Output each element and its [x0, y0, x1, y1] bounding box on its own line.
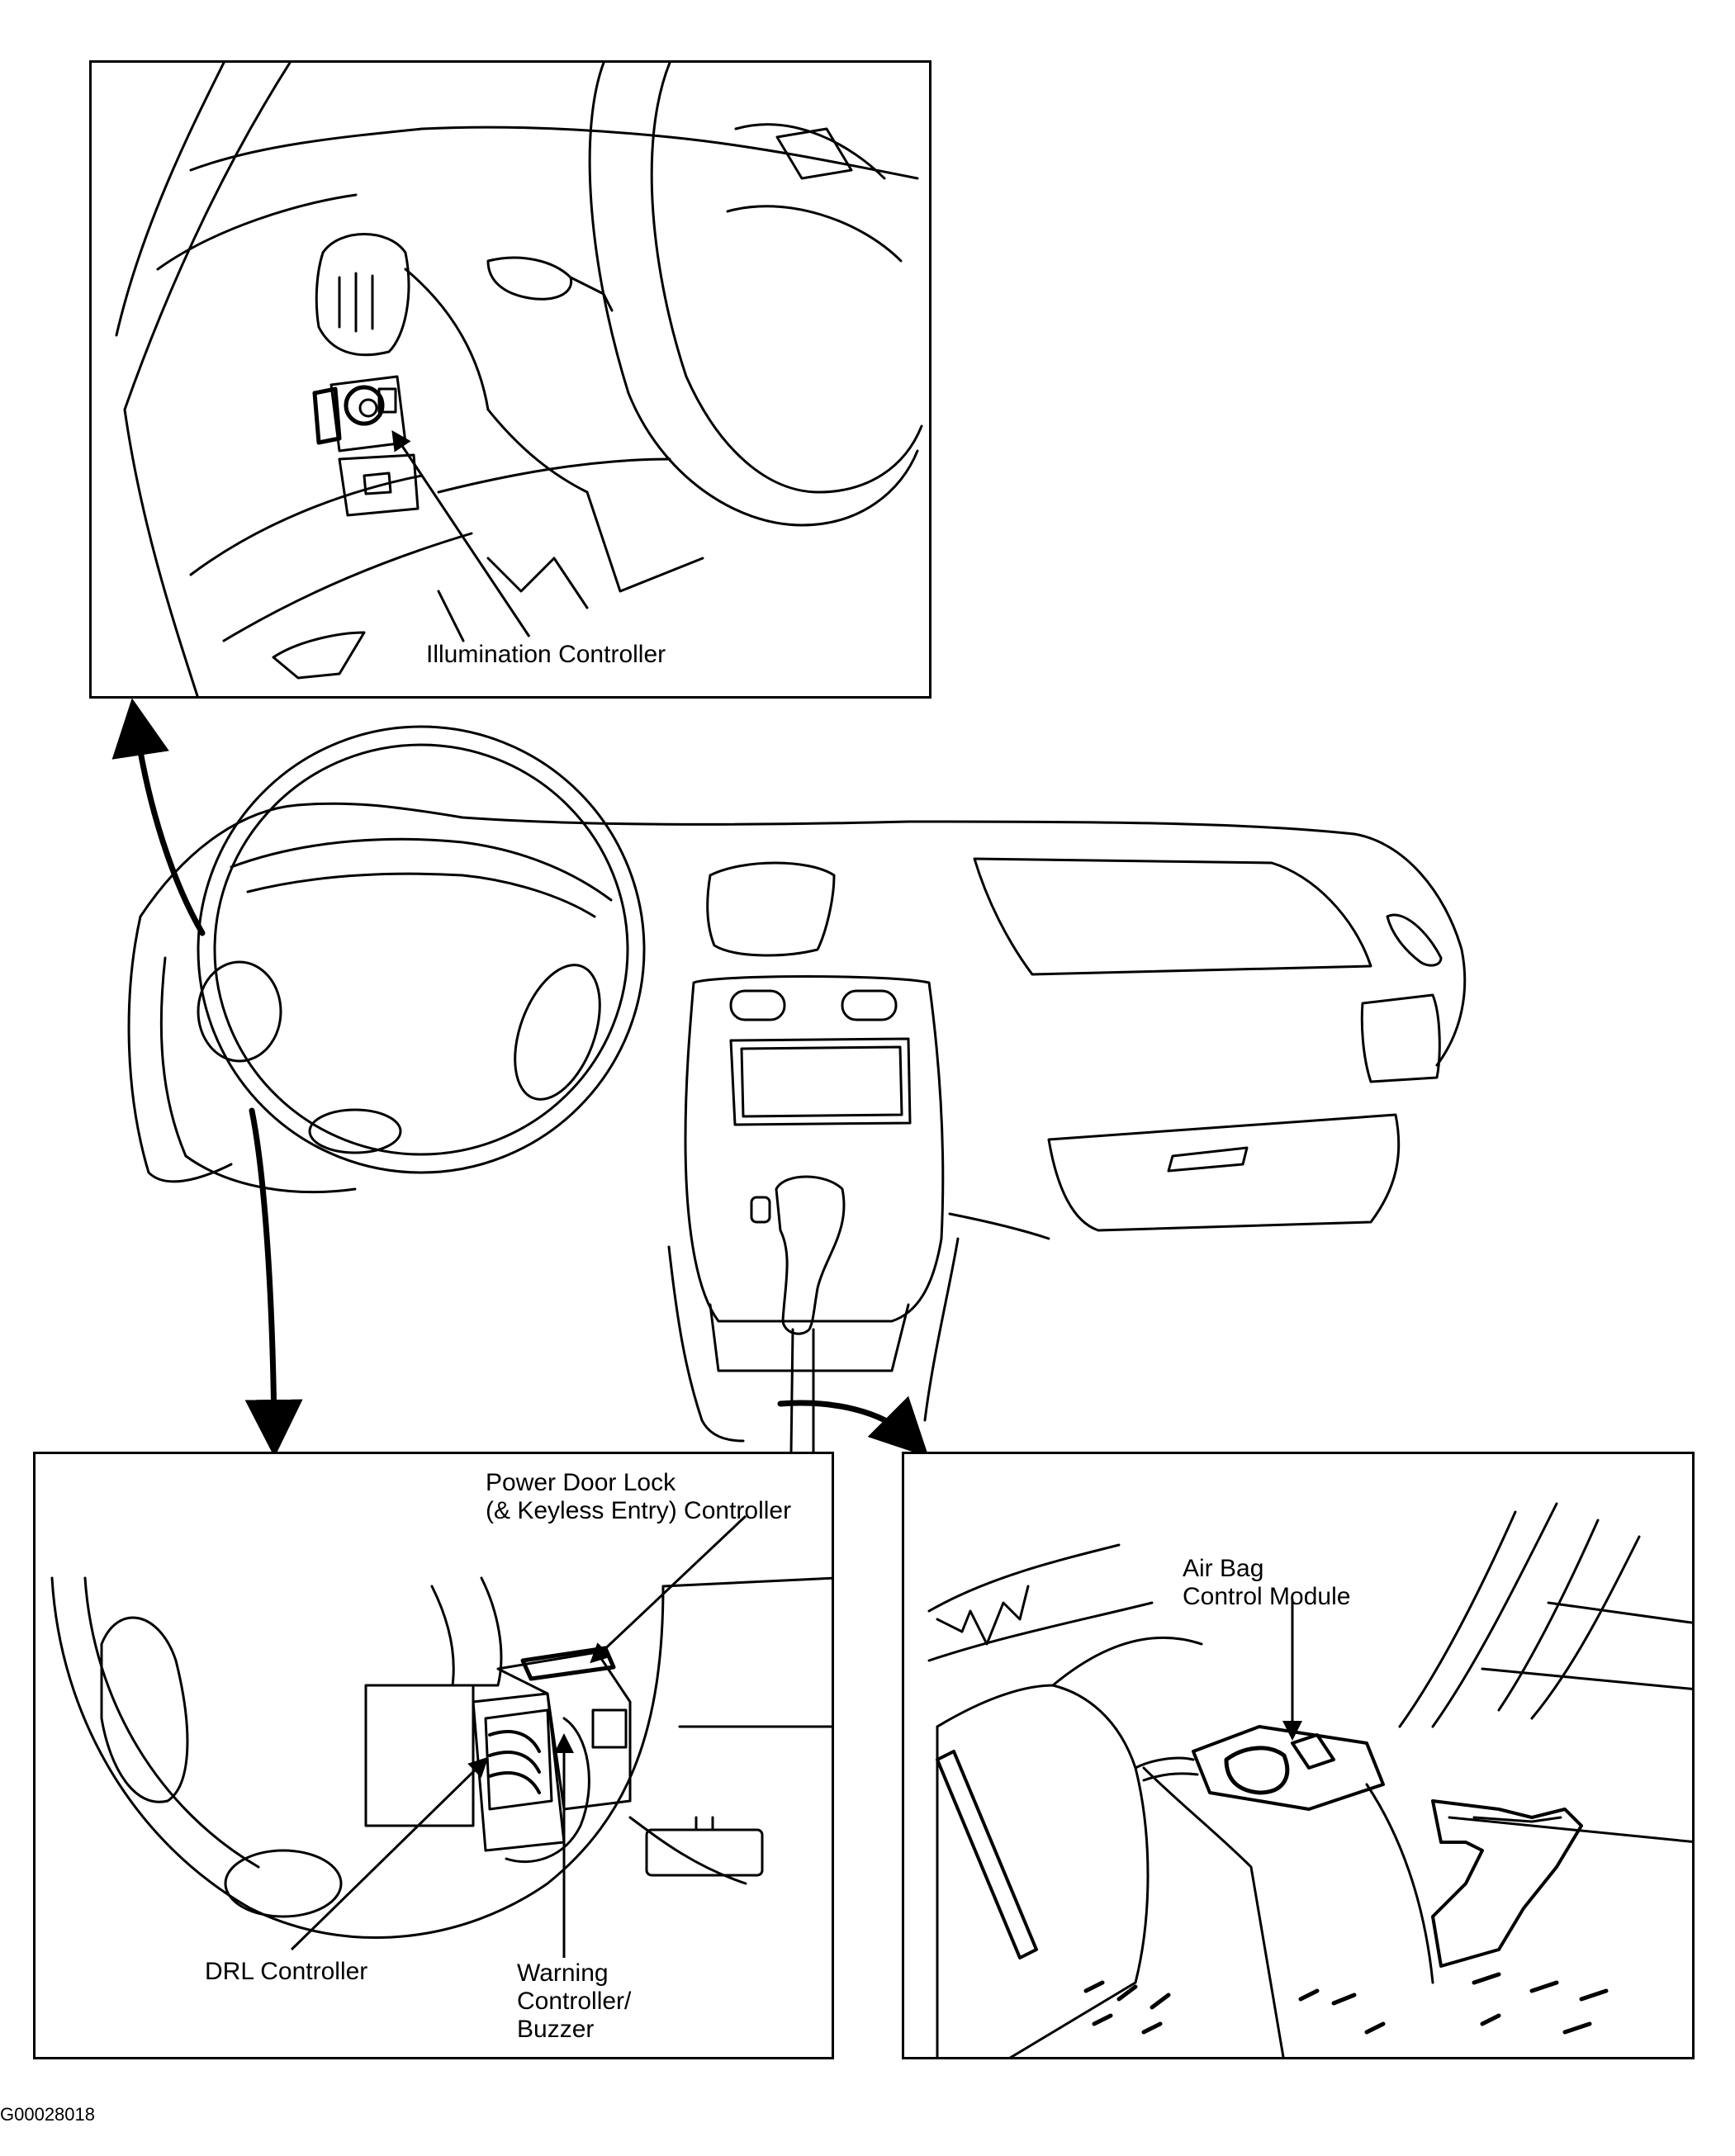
airbag-detail-drawing — [927, 1502, 1692, 2057]
gear-shifter — [775, 1175, 846, 1335]
airbag-label-line1: Air Bag — [1183, 1555, 1264, 1582]
steering-spoke-left — [197, 960, 282, 1063]
dashboard-top-contour — [139, 802, 1467, 1067]
illumination-detail-panel: Illumination Controller — [89, 60, 931, 699]
power-door-lock-controller-unit — [520, 1646, 616, 1681]
steering-spoke-right — [514, 964, 601, 1101]
airbag-label-line2: Control Module — [1183, 1583, 1351, 1610]
warning-label-line2: Controller/ — [517, 1988, 632, 2015]
center-console — [684, 975, 945, 1323]
illumination-leader-line — [391, 430, 531, 637]
steering-wheel-arc — [50, 1576, 665, 1940]
drl-leader-line — [290, 1756, 489, 1951]
warning-label-line3: Buzzer — [517, 2016, 595, 2043]
illumination-controller-label: Illumination Controller — [426, 641, 666, 668]
power-door-lock-leader-line — [590, 1514, 747, 1664]
arrow-to-airbag-panel — [777, 1395, 929, 1457]
figure-id: G00028018 — [0, 2104, 95, 2125]
steering-wheel — [197, 725, 646, 1174]
power-door-lock-label-line2: (& Keyless Entry) Controller — [486, 1497, 792, 1524]
steering-wheel-rim — [588, 63, 919, 527]
drl-controller-unit — [364, 1684, 475, 1827]
illumination-detail-drawing — [115, 63, 923, 696]
drl-controller-label: DRL Controller — [205, 1958, 368, 1985]
warning-label-line1: Warning — [517, 1959, 609, 1987]
controllers-detail-panel: Power Door Lock (& Keyless Entry) Contro… — [33, 1452, 834, 2059]
arrow-to-controllers-panel — [244, 1107, 303, 1457]
glove-box — [1047, 1113, 1401, 1232]
horn-pad — [308, 1108, 402, 1154]
illumination-knob — [344, 385, 385, 426]
controllers-detail-drawing — [50, 1514, 832, 1958]
arrow-to-illumination-panel — [111, 698, 206, 936]
power-door-lock-label-line1: Power Door Lock — [486, 1469, 676, 1496]
airbag-detail-panel: Air Bag Control Module — [902, 1452, 1695, 2059]
